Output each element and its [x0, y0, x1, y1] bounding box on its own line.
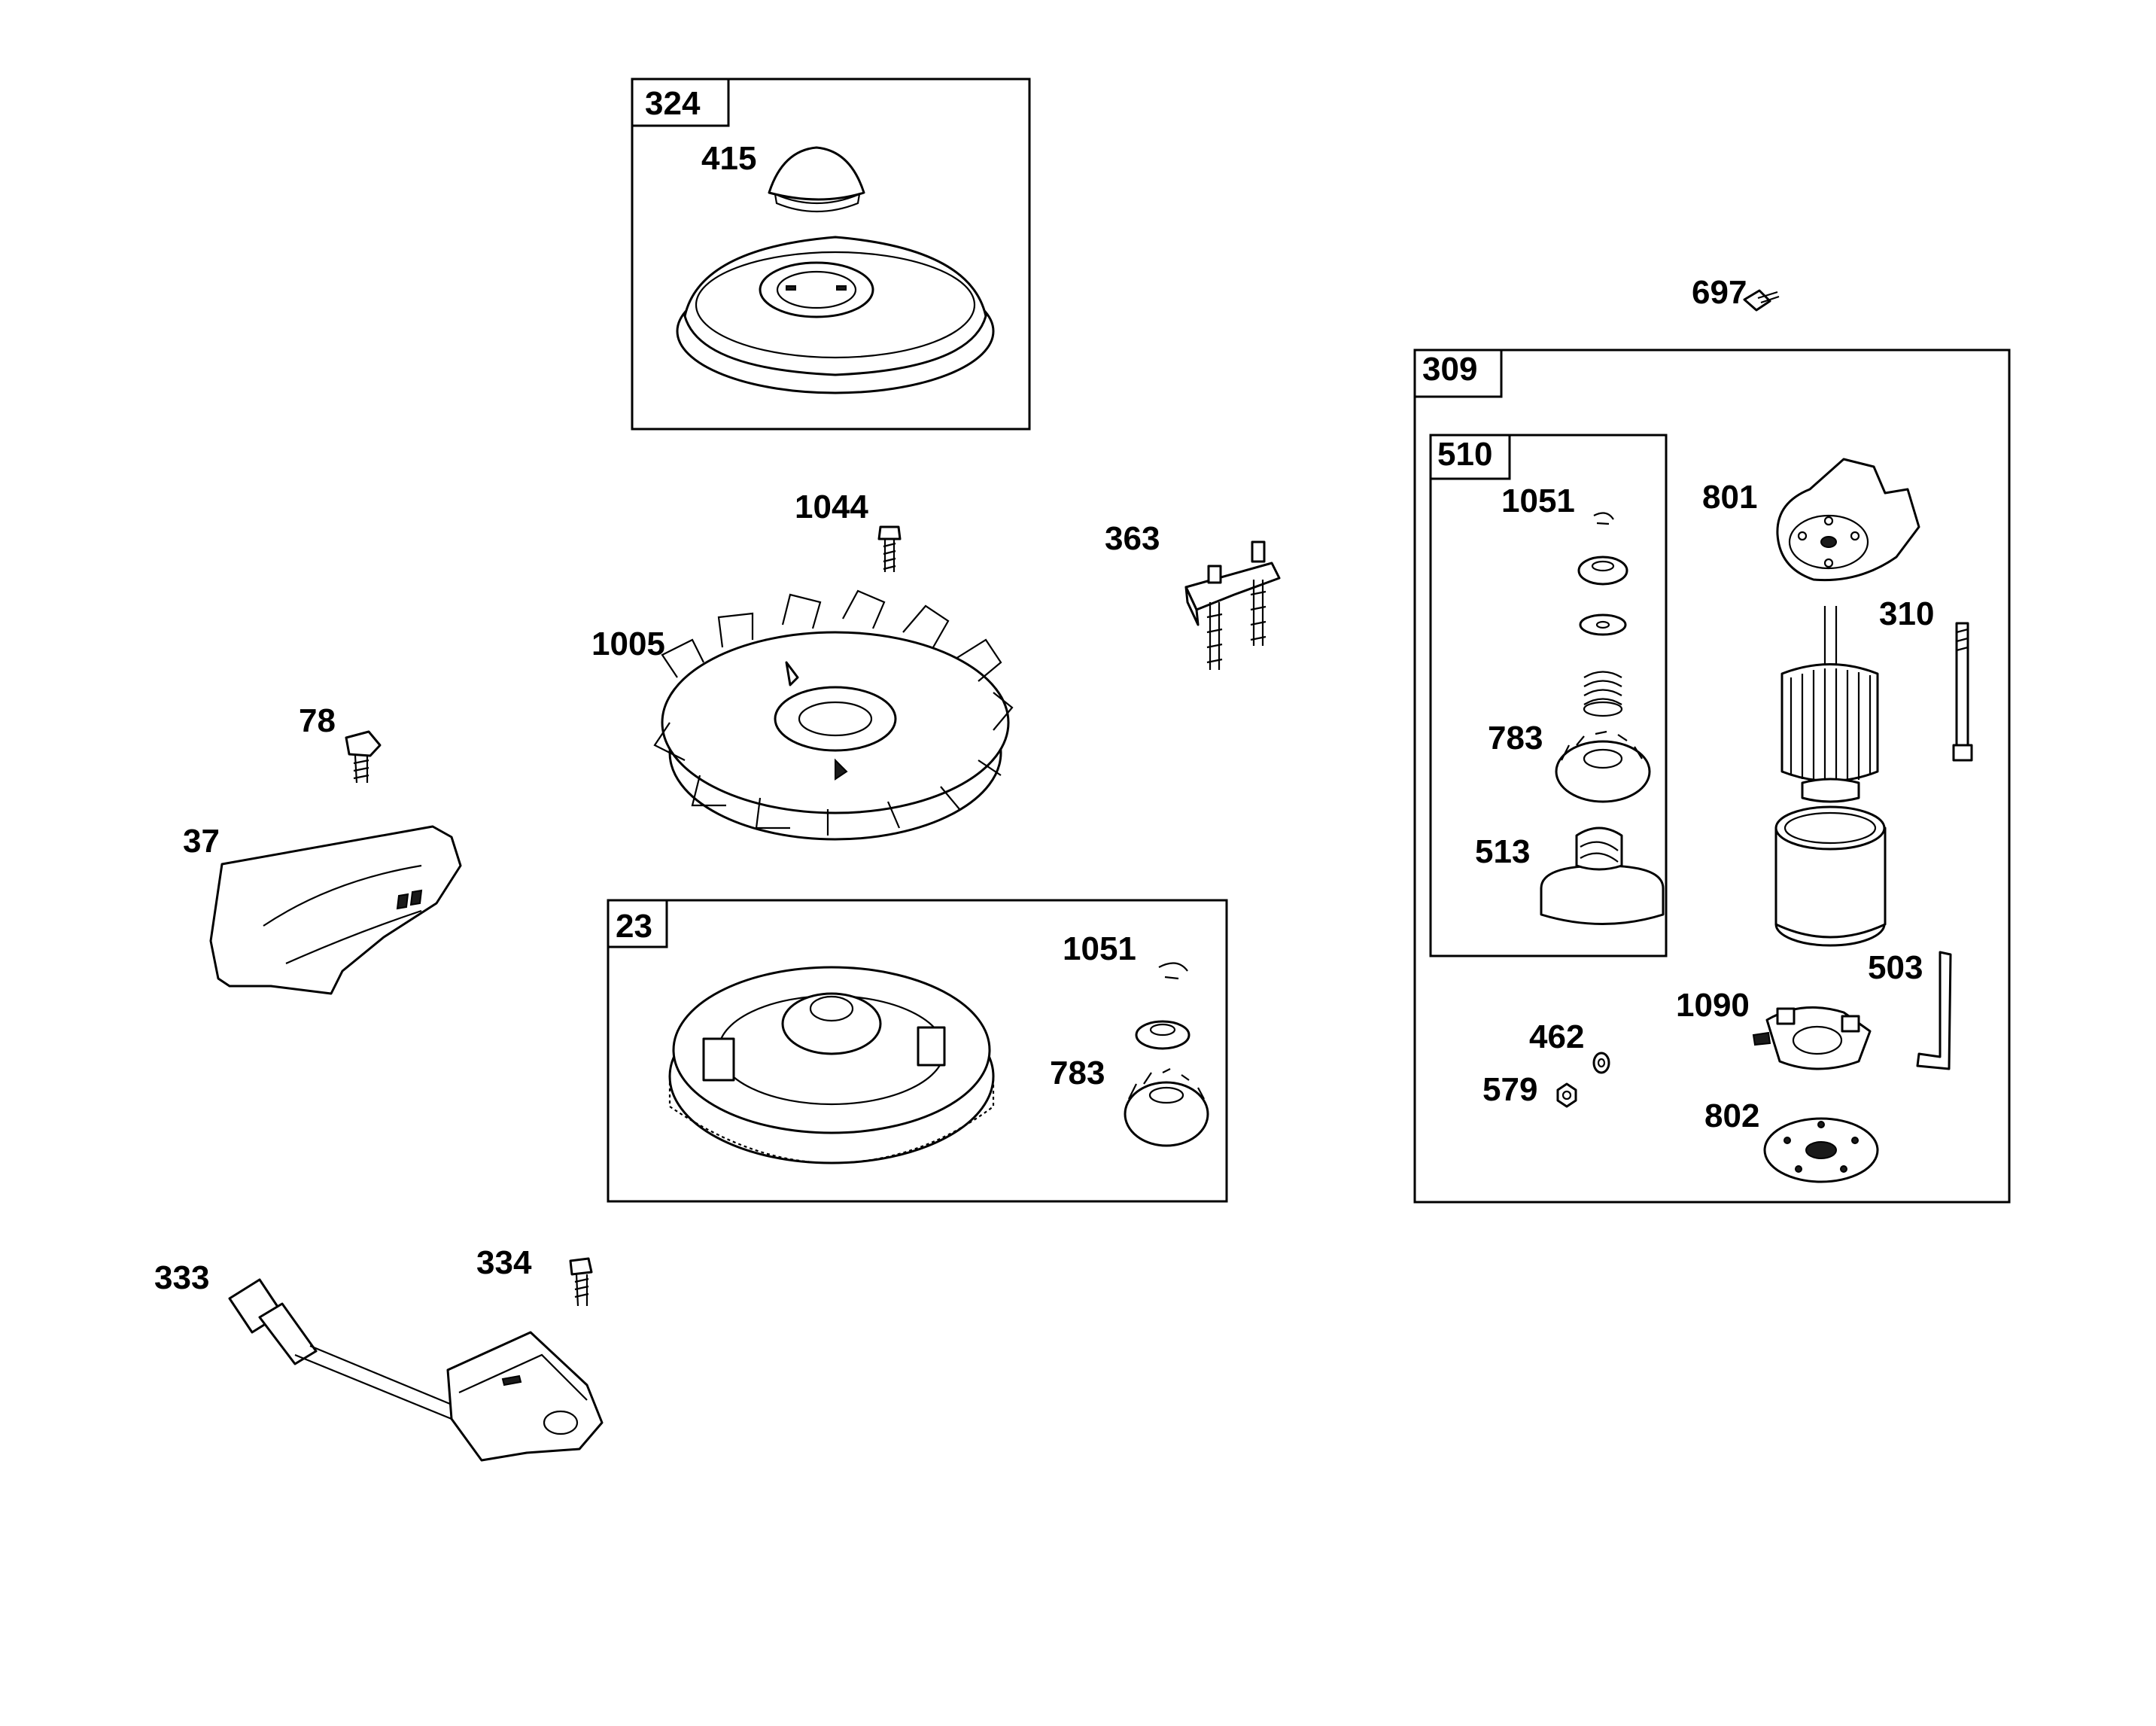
retaining-ring-1051-icon: [1158, 962, 1188, 980]
callout-510: 510: [1437, 436, 1492, 473]
strap-503-icon: [1916, 951, 1952, 1070]
callout-23: 23: [616, 908, 652, 945]
callout-334: 334: [476, 1244, 532, 1281]
callout-415: 415: [701, 140, 756, 177]
air-guide-shield-37-icon: [209, 825, 462, 995]
armature-icon: [1780, 606, 1879, 803]
callout-78: 78: [299, 702, 336, 739]
callout-1051-flywheel: 1051: [1063, 930, 1136, 967]
callout-37: 37: [183, 823, 220, 860]
end-bracket-801-icon: [1776, 458, 1920, 582]
ignition-coil-333-icon: [228, 1278, 604, 1462]
callout-309: 309: [1422, 351, 1477, 388]
starter-drive-513-icon: [1540, 826, 1665, 925]
callout-1005: 1005: [591, 626, 665, 662]
gear-783-flywheel-icon: [1124, 1068, 1209, 1147]
collar-icon: [1135, 1020, 1191, 1050]
kit-box-23: [607, 899, 1228, 1203]
callout-783-starter: 783: [1488, 720, 1543, 756]
washer-icon: [1579, 613, 1627, 636]
flywheel-cover-324-icon: [676, 236, 995, 394]
kit-box-324: [631, 78, 1031, 431]
bolt-1044-icon: [877, 525, 902, 572]
screw-697-icon: [1743, 289, 1780, 312]
end-plate-802-icon: [1763, 1117, 1879, 1183]
kit-box-309: [1413, 349, 2011, 1204]
gear-783-starter-icon: [1555, 730, 1651, 803]
cap-415-icon: [768, 146, 865, 213]
callout-1044: 1044: [795, 489, 868, 525]
nut-579-icon: [1556, 1082, 1577, 1108]
kit-box-510: [1429, 434, 1668, 957]
flywheel-23-icon: [668, 966, 995, 1164]
bolt-78-icon: [345, 730, 382, 784]
collar-starter-icon: [1577, 556, 1628, 586]
retaining-ring-1051-starter-icon: [1593, 512, 1614, 525]
callout-310: 310: [1879, 595, 1934, 632]
callout-462: 462: [1529, 1018, 1584, 1055]
callout-333: 333: [154, 1259, 209, 1296]
callout-783-flywheel: 783: [1050, 1055, 1105, 1091]
callout-802: 802: [1704, 1097, 1759, 1134]
callout-579: 579: [1482, 1071, 1537, 1108]
through-bolt-310-icon: [1952, 622, 1973, 762]
stud-bracket-363-icon: [1184, 540, 1281, 670]
callout-697: 697: [1692, 274, 1747, 311]
screw-334-icon: [569, 1257, 593, 1307]
callout-1051-starter: 1051: [1501, 482, 1575, 519]
spring-icon: [1583, 671, 1623, 717]
callout-513: 513: [1475, 833, 1530, 870]
callout-503: 503: [1868, 949, 1923, 986]
starter-housing-icon: [1774, 805, 1887, 947]
callout-801: 801: [1702, 479, 1757, 516]
washer-462-icon: [1592, 1052, 1610, 1074]
callout-363: 363: [1105, 520, 1160, 557]
callout-324: 324: [645, 85, 701, 122]
cooling-fan-1005-icon: [653, 589, 1014, 841]
callout-1090: 1090: [1676, 987, 1750, 1024]
brush-holder-1090-icon: [1752, 1006, 1872, 1070]
